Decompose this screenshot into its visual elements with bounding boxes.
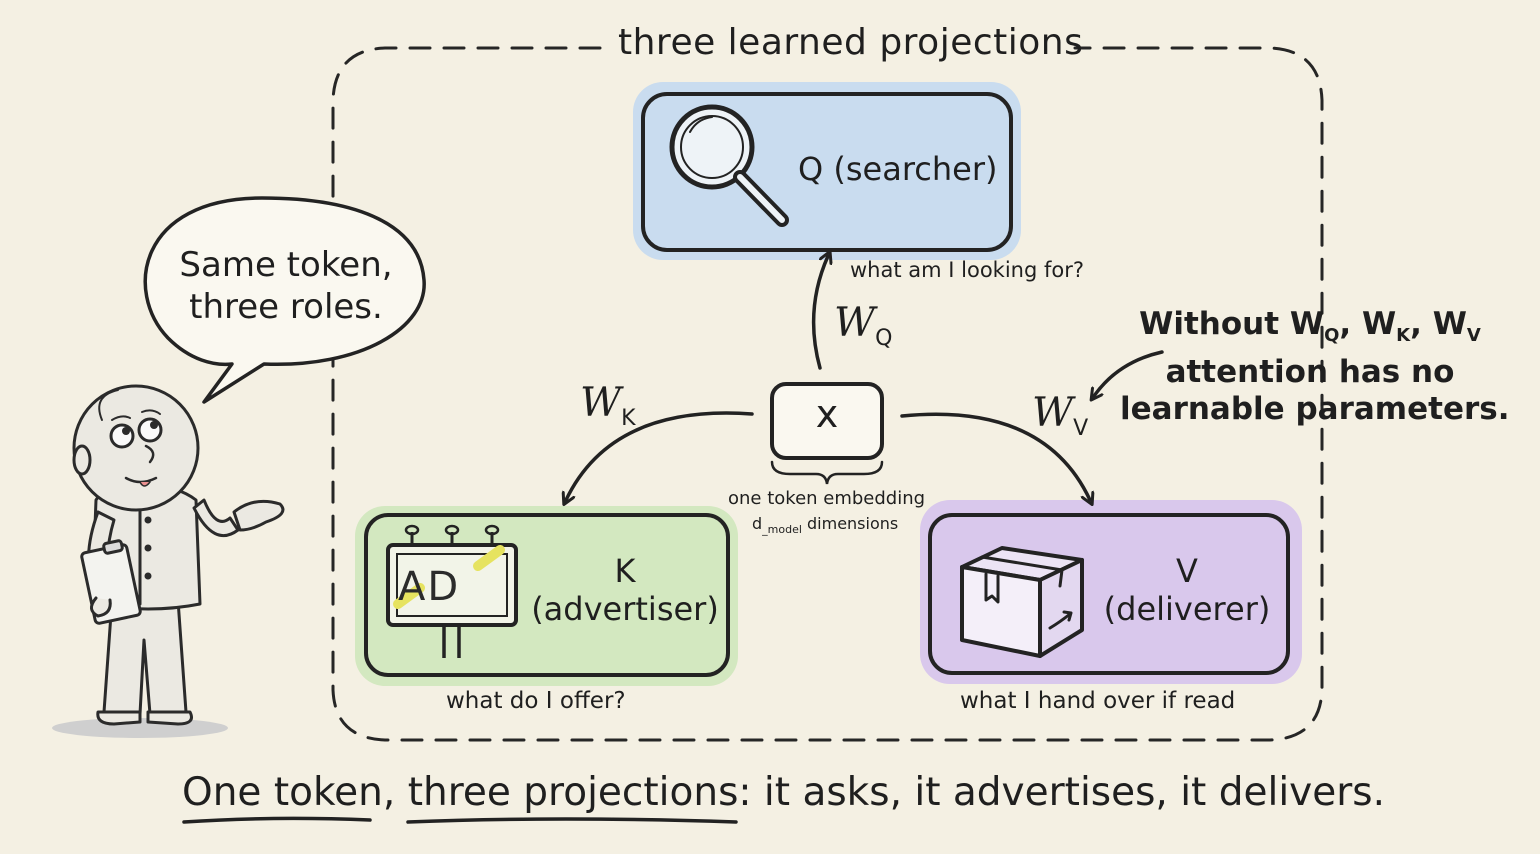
callout-text: Without WQ, WK, WV attention has no lear… bbox=[1120, 306, 1510, 428]
value-label: V (deliverer) bbox=[1092, 552, 1282, 628]
callout-arrow bbox=[1094, 350, 1164, 396]
value-box bbox=[928, 513, 1290, 675]
token-desc-line1: one token embedding bbox=[728, 488, 926, 509]
token-desc-line2: d_model dimensions bbox=[752, 514, 898, 536]
weight-k-symbol: W bbox=[580, 380, 622, 426]
callout-sub-k: K bbox=[1396, 325, 1411, 347]
query-label: Q (searcher) bbox=[798, 150, 998, 188]
magnifier-icon bbox=[669, 104, 789, 227]
callout-prefix: Without bbox=[1139, 306, 1290, 342]
key-subtitle: what do I offer? bbox=[446, 688, 626, 714]
frame-title: three learned projections bbox=[618, 22, 1084, 63]
token-box bbox=[770, 382, 884, 460]
token-desc-suffix: dimensions bbox=[801, 514, 899, 533]
key-role: (advertiser) bbox=[531, 590, 719, 628]
weight-q-sub: Q bbox=[875, 326, 893, 351]
character-figure bbox=[52, 384, 285, 738]
weight-k-label: WK bbox=[580, 380, 636, 431]
token-label: x bbox=[815, 392, 839, 436]
weight-q-symbol: W bbox=[834, 300, 876, 346]
token-desc-prefix: d bbox=[752, 514, 763, 533]
callout-line-3: learnable parameters. bbox=[1120, 391, 1510, 428]
package-icon bbox=[960, 546, 1084, 658]
callout-sep-2: , bbox=[1410, 306, 1433, 342]
key-label: K (advertiser) bbox=[530, 552, 720, 628]
callout-w-q: W bbox=[1289, 306, 1325, 342]
underline-one-token bbox=[182, 816, 372, 824]
caption-word-projections: projections bbox=[523, 770, 739, 815]
caption-word-token: token, bbox=[273, 770, 396, 815]
callout-sub-v: V bbox=[1466, 325, 1481, 347]
speech-bubble-text: Same token, three roles. bbox=[176, 244, 396, 328]
dashed-frame bbox=[331, 46, 1324, 742]
speech-bubble bbox=[143, 196, 426, 404]
callout-line-1: Without WQ, WK, WV bbox=[1120, 306, 1500, 354]
weight-v-symbol: W bbox=[1032, 390, 1074, 436]
weight-v-label: WV bbox=[1032, 390, 1088, 441]
key-box bbox=[364, 513, 730, 677]
billboard-text: AD bbox=[398, 564, 461, 610]
caption-word-three: three bbox=[407, 770, 511, 815]
value-letter: V bbox=[1176, 552, 1198, 590]
key-letter: K bbox=[614, 552, 636, 590]
query-subtitle: what am I looking for? bbox=[850, 258, 1084, 282]
billboard-icon bbox=[386, 524, 518, 658]
token-desc-sub: _model bbox=[762, 523, 802, 537]
value-subtitle: what I hand over if read bbox=[960, 688, 1236, 714]
callout-line-2: attention has no bbox=[1165, 354, 1455, 391]
arrow-to-q bbox=[811, 256, 828, 370]
brace bbox=[770, 460, 884, 485]
arrow-to-k bbox=[566, 411, 754, 500]
underline-three-projections bbox=[406, 817, 738, 824]
arrow-to-v bbox=[900, 412, 1090, 500]
callout-sub-q: Q bbox=[1324, 325, 1340, 347]
weight-v-sub: V bbox=[1073, 416, 1089, 441]
value-role: (deliverer) bbox=[1103, 590, 1271, 628]
callout-sep-1: , bbox=[1339, 306, 1362, 342]
speech-line-1: Same token, bbox=[179, 245, 393, 285]
weight-q-label: WQ bbox=[834, 300, 892, 351]
speech-line-2: three roles. bbox=[189, 287, 383, 327]
caption-word-one: One bbox=[182, 770, 262, 815]
caption-rest: : it asks, it advertises, it delivers. bbox=[738, 770, 1385, 815]
callout-w-v: W bbox=[1432, 306, 1467, 342]
callout-w-k: W bbox=[1361, 306, 1397, 342]
caption: One token, three projections: it asks, i… bbox=[182, 770, 1385, 815]
weight-k-sub: K bbox=[621, 406, 636, 431]
